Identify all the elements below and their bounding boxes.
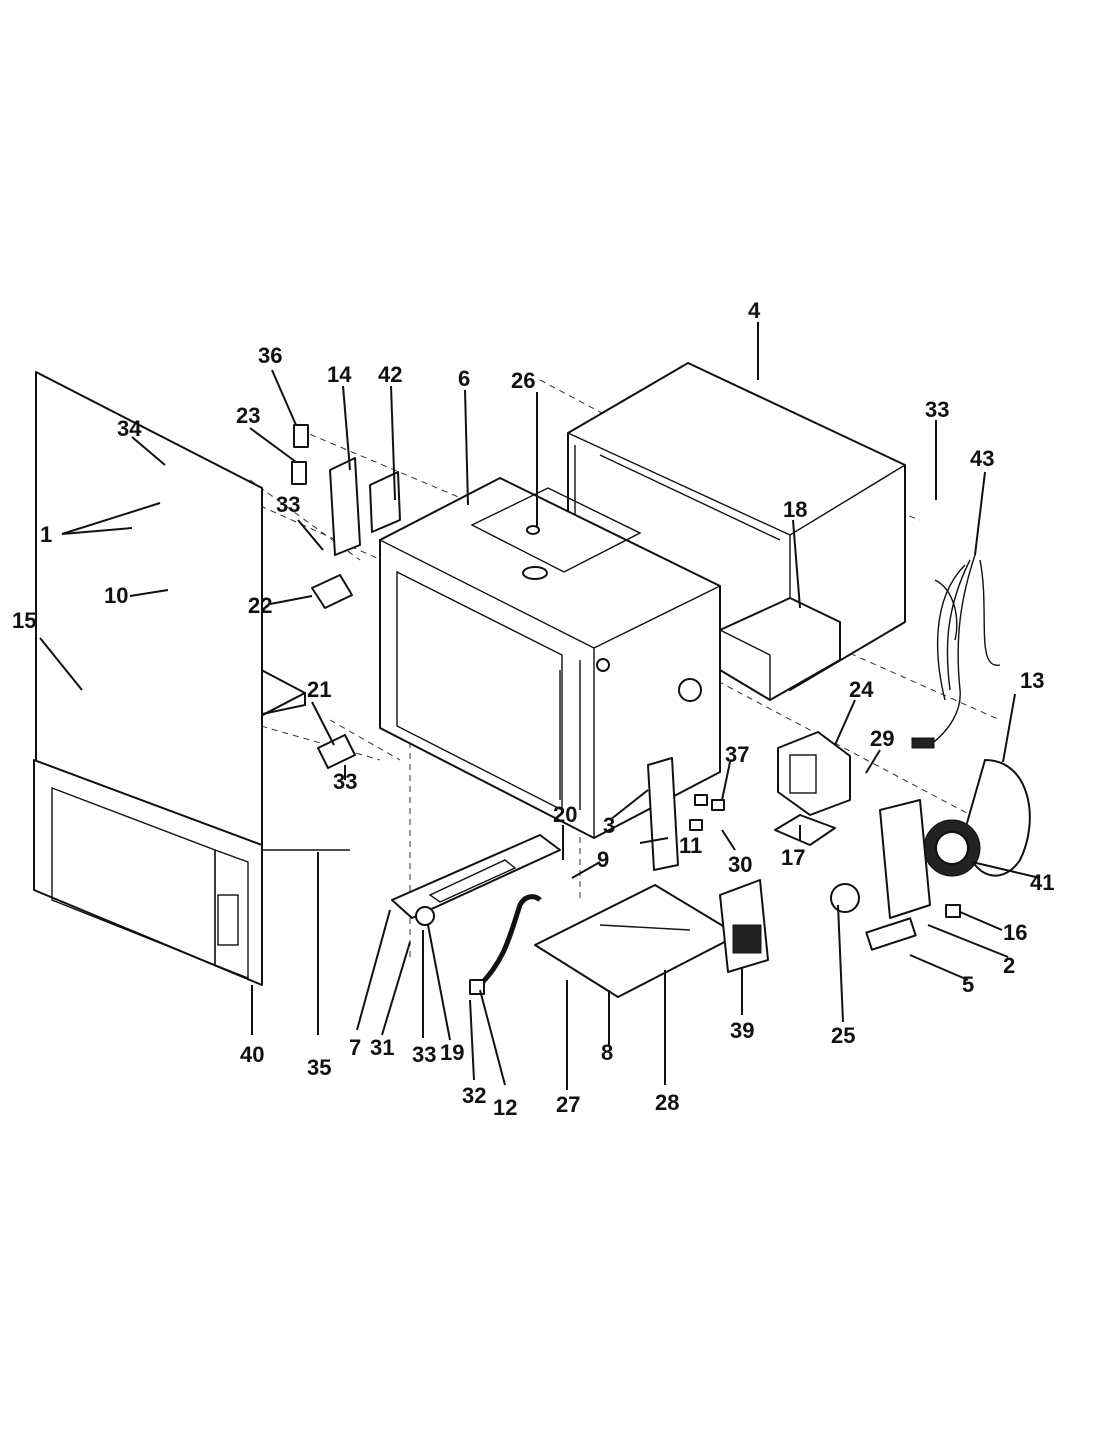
callout-33-bottom: 33 <box>412 1042 436 1067</box>
callout-19: 19 <box>440 1040 464 1065</box>
callout-21: 21 <box>307 677 331 702</box>
callout-31: 31 <box>370 1035 394 1060</box>
callout-39: 39 <box>730 1018 754 1043</box>
callout-33-mid-left: 33 <box>333 769 357 794</box>
callout-26: 26 <box>511 368 535 393</box>
callout-41: 41 <box>1030 870 1054 895</box>
callout-42: 42 <box>378 362 402 387</box>
power-cord <box>469 894 542 995</box>
callout-37: 37 <box>725 742 749 767</box>
base-plate <box>391 834 561 926</box>
callout-17: 17 <box>781 845 805 870</box>
callout-18: 18 <box>783 497 807 522</box>
callout-8: 8 <box>601 1040 613 1065</box>
callout-7: 7 <box>349 1035 361 1060</box>
callout-15: 15 <box>12 608 36 633</box>
callout-9: 9 <box>597 847 609 872</box>
callout-5: 5 <box>962 972 974 997</box>
top-switches <box>291 424 309 485</box>
callout-3: 3 <box>603 813 615 838</box>
callout-6: 6 <box>458 366 470 391</box>
callout-14: 14 <box>327 362 352 387</box>
callout-4: 4 <box>748 298 761 323</box>
transformer <box>719 879 769 973</box>
callout-28: 28 <box>655 1090 679 1115</box>
callout-40: 40 <box>240 1042 264 1067</box>
callout-10: 10 <box>104 583 128 608</box>
magnetron <box>777 731 851 816</box>
front-panel-frame <box>33 371 263 986</box>
blower-motor-bracket <box>865 799 961 951</box>
callout-12: 12 <box>493 1095 517 1120</box>
callout-24: 24 <box>849 677 874 702</box>
callout-1: 1 <box>40 522 52 547</box>
callout-13: 13 <box>1020 668 1044 693</box>
callout-22: 22 <box>248 593 272 618</box>
callout-34: 34 <box>117 416 142 441</box>
blower-wheel <box>923 819 981 877</box>
stirrer-motor <box>830 883 860 913</box>
callout-32: 32 <box>462 1083 486 1108</box>
callout-25: 25 <box>831 1023 855 1048</box>
callout-33-right: 33 <box>925 397 949 422</box>
mounting-bracket <box>774 814 836 846</box>
leader-lines <box>39 322 1041 1090</box>
callout-29: 29 <box>870 726 894 751</box>
callout-36: 36 <box>258 343 282 368</box>
oven-cavity-chassis <box>379 477 721 839</box>
interlock-switch-bracket <box>647 757 725 871</box>
callout-30: 30 <box>728 852 752 877</box>
callout-43: 43 <box>970 446 994 471</box>
small-brackets <box>311 574 356 769</box>
callout-33-top-left: 33 <box>276 492 300 517</box>
callout-35: 35 <box>307 1055 331 1080</box>
callout-23: 23 <box>236 403 260 428</box>
lower-chassis-plate <box>534 884 739 998</box>
callout-27: 27 <box>556 1092 580 1117</box>
callout-labels: 1 2 3 4 5 6 7 8 9 10 11 12 13 14 15 16 1… <box>12 298 1054 1120</box>
callout-2: 2 <box>1003 953 1015 978</box>
upper-brackets <box>329 457 401 556</box>
callout-11: 11 <box>679 833 702 858</box>
waveguide-cover <box>719 597 841 701</box>
wire-harness <box>911 554 1001 749</box>
callout-16: 16 <box>1003 920 1027 945</box>
callout-20: 20 <box>553 802 577 827</box>
